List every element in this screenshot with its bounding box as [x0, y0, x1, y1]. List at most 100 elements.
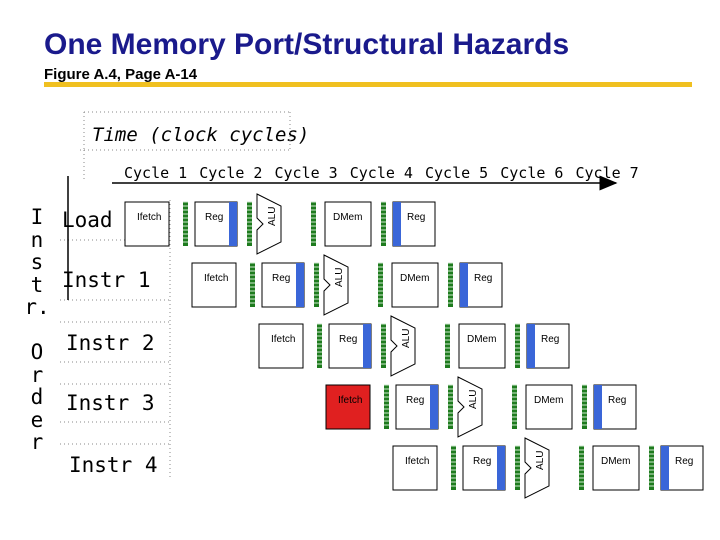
reg-read-half: [497, 446, 505, 490]
dmem-stage: [391, 262, 439, 308]
reg-label: Reg: [541, 334, 559, 345]
reg-write-half: [393, 202, 401, 246]
dmem-label: DMem: [333, 212, 362, 223]
reg-label: Reg: [608, 395, 626, 406]
order-letter: s: [30, 250, 44, 274]
pipeline-latch: [381, 202, 386, 246]
page-title: One Memory Port/Structural Hazards: [44, 28, 570, 61]
ifetch-label: Ifetch: [338, 395, 362, 406]
dmem-label: DMem: [601, 456, 630, 467]
dmem-stage: [525, 384, 573, 430]
order-letter: t: [30, 272, 44, 297]
alu-label: ALU: [267, 207, 278, 226]
alu-label: ALU: [468, 390, 479, 409]
cycle-1-label: Cycle 1: [124, 164, 188, 182]
instruction-label-load: Load: [62, 208, 113, 232]
pipeline-latch: [448, 263, 453, 307]
reg-label: Reg: [675, 456, 693, 467]
dmem-label: DMem: [534, 395, 563, 406]
reg-read-half: [296, 263, 304, 307]
reg-label: Reg: [406, 395, 424, 406]
pipeline-latch: [515, 446, 520, 490]
ifetch-label: Ifetch: [405, 456, 429, 467]
time-axis-label: Time (clock cycles): [92, 124, 310, 146]
alu-stage: [256, 193, 282, 255]
instruction-order-axis-label: I n s t r. O r d e r: [22, 206, 52, 454]
pipeline-latch: [247, 202, 252, 246]
instruction-label-instr-2: Instr 2: [66, 331, 155, 355]
dmem-stage: [458, 323, 506, 369]
reg-label: Reg: [205, 212, 223, 223]
figure-reference: Figure A.4, Page A-14: [44, 66, 198, 83]
pipeline-latch: [317, 324, 322, 368]
ifetch-stage: [191, 262, 237, 308]
order-letter: n: [30, 227, 44, 252]
instruction-label-instr-4: Instr 4: [69, 453, 158, 477]
dmem-label: DMem: [400, 273, 429, 284]
reg-label: Reg: [339, 334, 357, 345]
order-letter: r: [30, 430, 44, 454]
cycle-3-label: Cycle 3: [274, 164, 338, 182]
reg-read-half: [229, 202, 237, 246]
reg-read-half: [430, 385, 438, 429]
title-underline: [44, 82, 692, 87]
reg-write-half: [527, 324, 535, 368]
pipeline-latch: [311, 202, 316, 246]
cycle-5-label: Cycle 5: [425, 164, 489, 182]
alu-stage: [524, 437, 550, 499]
pipeline-latch: [250, 263, 255, 307]
reg-read-half: [363, 324, 371, 368]
guide-dots: [60, 111, 291, 480]
order-letter: r.: [24, 295, 50, 319]
pipeline-latch: [512, 385, 517, 429]
reg-write-half: [460, 263, 468, 307]
reg-write-half: [594, 385, 602, 429]
pipeline-latch: [183, 202, 188, 246]
pipeline-latch: [381, 324, 386, 368]
reg-label: Reg: [473, 456, 491, 467]
pipeline-latch: [384, 385, 389, 429]
dmem-stage: [324, 201, 372, 247]
ifetch-label: Ifetch: [137, 212, 161, 223]
reg-label: Reg: [474, 273, 492, 284]
reg-label: Reg: [272, 273, 290, 284]
cycle-4-label: Cycle 4: [349, 164, 413, 182]
pipeline-latch: [582, 385, 587, 429]
ifetch-stage: [124, 201, 170, 247]
alu-label: ALU: [334, 268, 345, 287]
cycle-header: Cycle 1 Cycle 2 Cycle 3 Cycle 4 Cycle 5 …: [124, 164, 642, 182]
ifetch-stage: [325, 384, 371, 430]
order-letter: I: [30, 205, 44, 229]
reg-write-half: [661, 446, 669, 490]
pipeline-latch: [649, 446, 654, 490]
ifetch-label: Ifetch: [204, 273, 228, 284]
alu-stage: [457, 376, 483, 438]
alu-label: ALU: [535, 451, 546, 470]
alu-label: ALU: [401, 329, 412, 348]
order-letter: r: [30, 362, 44, 387]
ifetch-stage: [258, 323, 304, 369]
order-letter: e: [30, 407, 44, 432]
cycle-6-label: Cycle 6: [500, 164, 564, 182]
alu-stage: [323, 254, 349, 316]
dmem-stage: [592, 445, 640, 491]
pipeline-latch: [515, 324, 520, 368]
ifetch-stage: [392, 445, 438, 491]
pipeline-latch: [314, 263, 319, 307]
dmem-label: DMem: [467, 334, 496, 345]
cycle-7-label: Cycle 7: [575, 164, 639, 182]
order-letter: d: [30, 385, 44, 409]
alu-stage: [390, 315, 416, 377]
pipeline-latch: [451, 446, 456, 490]
instruction-label-instr-3: Instr 3: [66, 391, 155, 415]
instruction-label-instr-1: Instr 1: [62, 268, 151, 292]
reg-label: Reg: [407, 212, 425, 223]
ifetch-label: Ifetch: [271, 334, 295, 345]
pipeline-latch: [448, 385, 453, 429]
pipeline-latch: [579, 446, 584, 490]
order-letter: O: [30, 340, 44, 364]
cycle-2-label: Cycle 2: [199, 164, 263, 182]
pipeline-latch: [378, 263, 383, 307]
pipeline-latch: [445, 324, 450, 368]
